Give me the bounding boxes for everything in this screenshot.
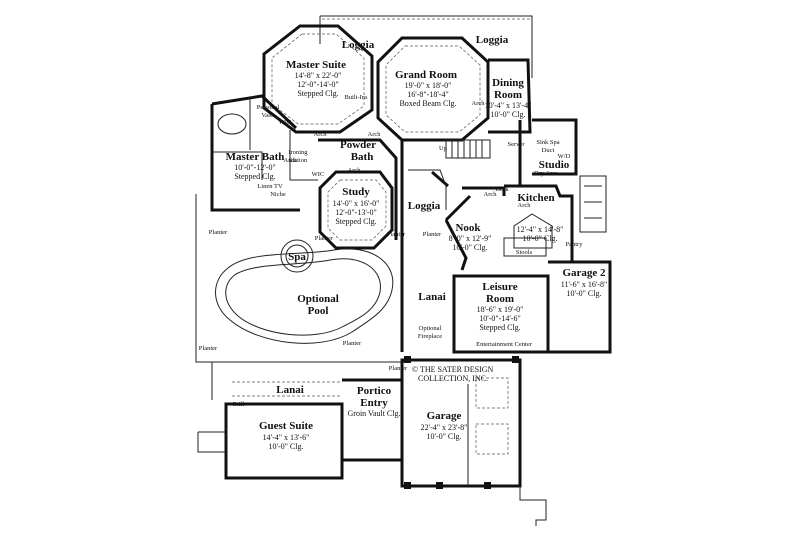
label-arch-5: Arch [472,100,486,107]
label-valet-2: Valet [261,112,275,119]
dining-dim-1: 10'-4" x 13'-4" [485,101,532,110]
label-planter-3: Planter [387,231,406,238]
leisure-dim-2: 10'-0"-14'-6" [479,314,520,323]
label-server: Server [508,141,526,148]
garage-dim-2: 10'-0" Clg. [427,432,462,441]
room-lanai-mid: Lanai [418,291,446,303]
room-dining-line-1: Dining [492,77,524,89]
nook-dim-2: 10'-0" Clg. [453,243,488,252]
label-entertainment-center: Entertainment Center [476,341,533,348]
room-guest-suite: Guest Suite [259,420,313,432]
room-leisure-line-1: Leisure [482,281,517,293]
garage-2-dim-1: 11'-6" x 16'-8" [561,280,607,289]
label-built-ins: Built-Ins [344,94,368,101]
label-fireplace-1: Optional [419,325,442,332]
label-planter-5: Planter [343,340,362,347]
kitchen-dim-1: 12'-4" x 14'-8" [517,225,564,234]
copyright-line-2: COLLECTION, INC. [418,374,488,383]
label-fireplace-2: Fireplace [418,333,442,340]
room-loggia-right: Loggia [476,34,509,46]
study-dim-3: Stepped Clg. [335,217,376,226]
room-grand-room: Grand Room [395,69,457,81]
room-spa: Spa [288,251,306,263]
room-lanai-bottom: Lanai [276,384,304,396]
label-arch-3: Arch [284,157,298,164]
room-powder-line-1: Powder [340,139,376,151]
label-wic-2: WIC [312,171,325,178]
room-nook: Nook [455,222,481,234]
room-powder-line-2: Bath [351,151,374,163]
label-planter-1: Planter [209,229,228,236]
grand-room-dim-1: 19'-0" x 18'-0" [405,81,452,90]
leisure-dim-1: 18'-6" x 19'-0" [477,305,524,314]
study-dim-1: 14'-0" x 16'-0" [333,199,380,208]
label-planter-2: Planter [315,235,334,242]
label-planter-7: Planter [389,365,408,372]
label-ironing-2: Station [289,157,308,164]
label-niche: Niche [270,191,286,198]
room-dining-line-2: Room [494,89,522,101]
room-loggia-left: Loggia [342,39,375,51]
garage-dim-1: 22'-4" x 23'-8" [421,423,468,432]
room-loggia-mid: Loggia [408,200,441,212]
room-kitchen: Kitchen [517,192,554,204]
room-garage-2: Garage 2 [562,267,606,279]
kitchen-dim-2: 10'-0" Clg. [523,234,558,243]
room-study: Study [342,186,370,198]
master-suite-dim-2: 12'-0"-14'-0" [297,80,338,89]
room-master-suite: Master Suite [286,59,346,71]
label-valet-1: Personal [257,104,280,111]
guest-suite-dim-2: 10'-0" Clg. [269,442,304,451]
guest-suite-dim-1: 14'-4" x 13'-6" [263,433,310,442]
label-linen-tv: Linen TV [257,183,283,190]
room-pool-line-1: Optional [297,293,339,305]
label-up: Up [439,145,447,152]
nook-dim-1: 8'-0" x 12'-9" [449,234,492,243]
label-planter-6: Planter [199,345,218,352]
label-grill: Grill [232,401,244,408]
portico-dim-1: Groin Vault Clg. [348,409,401,418]
grand-room-dim-3: Boxed Beam Clg. [399,99,456,108]
room-studio: Studio [539,159,570,171]
room-leisure-line-2: Room [486,293,514,305]
copyright-line-1: © THE SATER DESIGN [412,365,493,374]
grand-room-dim-2: 16'-8"-18'-4" [407,90,448,99]
room-pool-line-2: Pool [308,305,329,317]
room-portico-line-1: Portico [357,385,392,397]
leisure-dim-3: Stepped Clg. [479,323,520,332]
dining-dim-2: 10'-0" Clg. [491,110,526,119]
master-bath-dim-2: Stepped Clg. [234,172,275,181]
label-ironing-1: Ironing [288,149,308,156]
study-dim-2: 12'-0"-13'-0" [335,208,376,217]
label-wd: W/D [558,153,571,160]
label-sink-spa: Sink Spa [536,139,559,146]
room-garage: Garage [427,410,462,422]
label-arch-7: Arch [518,202,532,209]
label-wic-1: WIC [279,119,292,126]
label-arch-1: Arch [314,131,328,138]
master-suite-dim-3: Stepped Clg. [297,89,338,98]
garage-2-dim-2: 10'-0" Clg. [567,289,602,298]
label-duct: Duct [542,147,555,154]
master-bath-dim-1: 10'-0"-12'-0" [234,163,275,172]
label-arch-4: Arch [348,167,362,174]
label-pantry: Pantry [566,241,584,248]
room-portico-line-2: Entry [360,397,388,409]
label-stools: Stools [516,249,533,256]
label-arch-6: Arch [484,191,498,198]
label-dry-area: Dry Area [534,170,558,177]
label-desk: Desk [495,186,509,193]
room-master-bath: Master Bath [226,151,285,163]
label-planter-4: Planter [423,231,442,238]
label-arch-2: Arch [368,131,382,138]
walls [195,15,612,526]
master-suite-dim-1: 14'-8" x 22'-0" [295,71,342,80]
